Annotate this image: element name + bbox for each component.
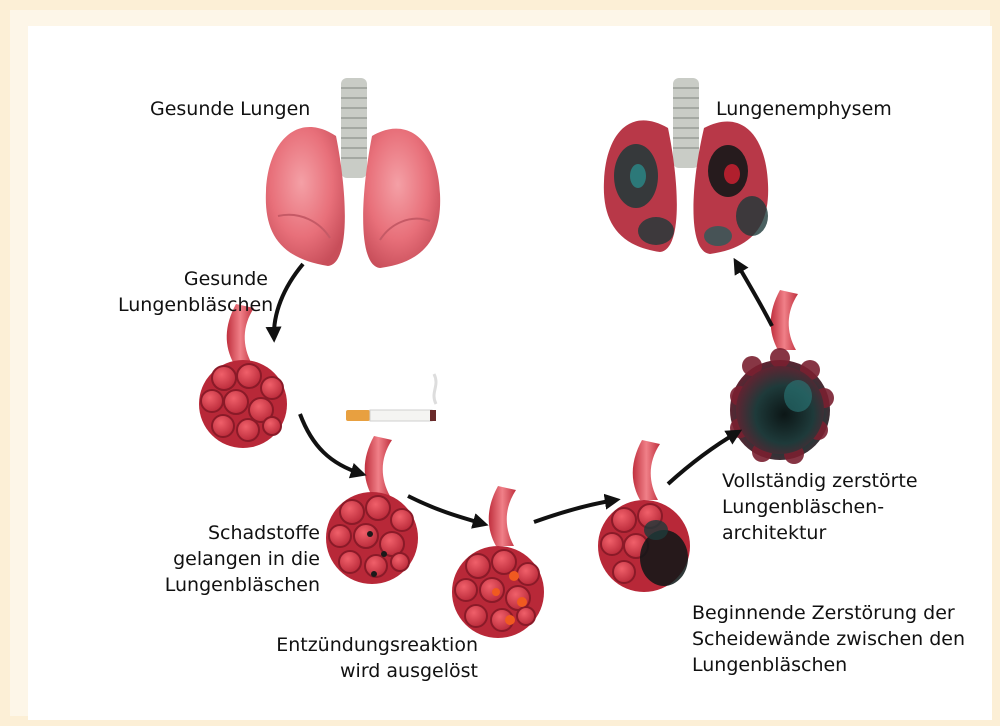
- diagram-panel: Gesunde Lungen Lungenemphysem Gesunde Lu…: [28, 26, 992, 720]
- cigarette-image: [346, 374, 436, 421]
- arrow-inflammation-to-destruction: [534, 500, 616, 522]
- label-healthy-lungs: Gesunde Lungen: [150, 96, 310, 122]
- label-complete-destruction: Vollständig zerstörte Lungenbläschen- ar…: [722, 468, 918, 546]
- cycle-arrows: [274, 262, 772, 524]
- pollutants-alveoli-cluster: [326, 436, 418, 584]
- label-pollutants: Schadstoffe gelangen in die Lungenbläsch…: [140, 520, 320, 598]
- inflammation-alveoli-cluster: [452, 486, 544, 638]
- arrow-lungs-to-alveoli: [274, 264, 303, 338]
- arrow-alveoli-to-pollutants: [300, 414, 362, 474]
- arrow-destroyed-to-emphysema: [736, 262, 772, 326]
- arrow-pollutants-to-inflammation: [408, 496, 484, 524]
- label-beginning-destruction: Beginnende Zerstörung der Scheidewände z…: [692, 600, 965, 678]
- label-healthy-alveoli: Gesunde Lungenbläschen: [118, 266, 268, 318]
- beginning-destruction-alveoli-cluster: [598, 440, 690, 592]
- label-emphysema: Lungenemphysem: [716, 96, 892, 122]
- destroyed-alveoli-cluster: [730, 290, 834, 464]
- label-inflammation: Entzündungsreaktion wird ausgelöst: [228, 632, 478, 684]
